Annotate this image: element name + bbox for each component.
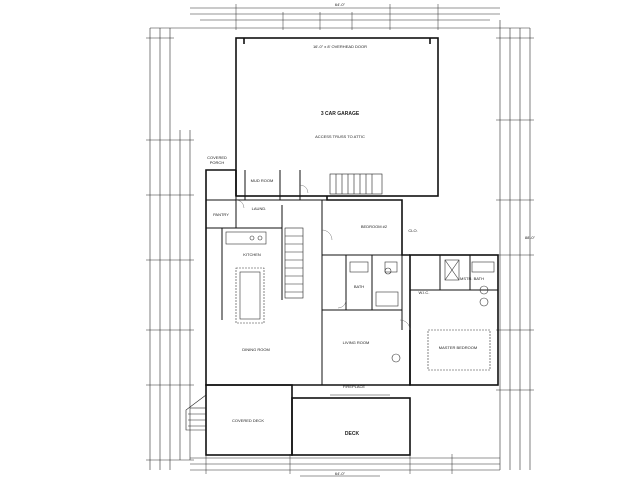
deck-label: DECK bbox=[344, 431, 360, 437]
garage-note: ACCESS TRUSS TO ATTIC bbox=[315, 134, 365, 139]
living-label: LIVING ROOM bbox=[342, 340, 370, 345]
master-bath-label: MSTR. BATH bbox=[460, 276, 484, 281]
master-bedroom-label: MASTER BEDROOM bbox=[438, 345, 478, 350]
bath-label: BATH bbox=[353, 284, 365, 289]
covered-porch-label: COVERED PORCH bbox=[207, 155, 227, 165]
top-overall-dimension: 64'-0" bbox=[334, 2, 346, 7]
kitchen-label: KITCHEN bbox=[243, 252, 261, 257]
dining-label: DINING ROOM bbox=[242, 347, 270, 352]
closet-label: CLO. bbox=[408, 228, 418, 233]
laundry-label: LAUND. bbox=[251, 206, 267, 211]
mud-room-label: MUD ROOM bbox=[250, 178, 274, 183]
fireplace-label: FIREPLACE bbox=[342, 384, 366, 389]
right-overall-dimension: 88'-0" bbox=[524, 235, 536, 240]
wic-label: W.I.C. bbox=[418, 290, 430, 295]
covered-deck-label: COVERED DECK bbox=[231, 418, 264, 423]
garage-label: 3 CAR GARAGE bbox=[320, 111, 360, 117]
bedroom2-label: BEDROOM #2 bbox=[360, 224, 388, 229]
bottom-overall-dimension: 64'-0" bbox=[334, 471, 346, 476]
pantry-label: PANTRY bbox=[213, 212, 229, 217]
garage-door-note: 16'-0" x 8' OVERHEAD DOOR bbox=[312, 44, 368, 49]
